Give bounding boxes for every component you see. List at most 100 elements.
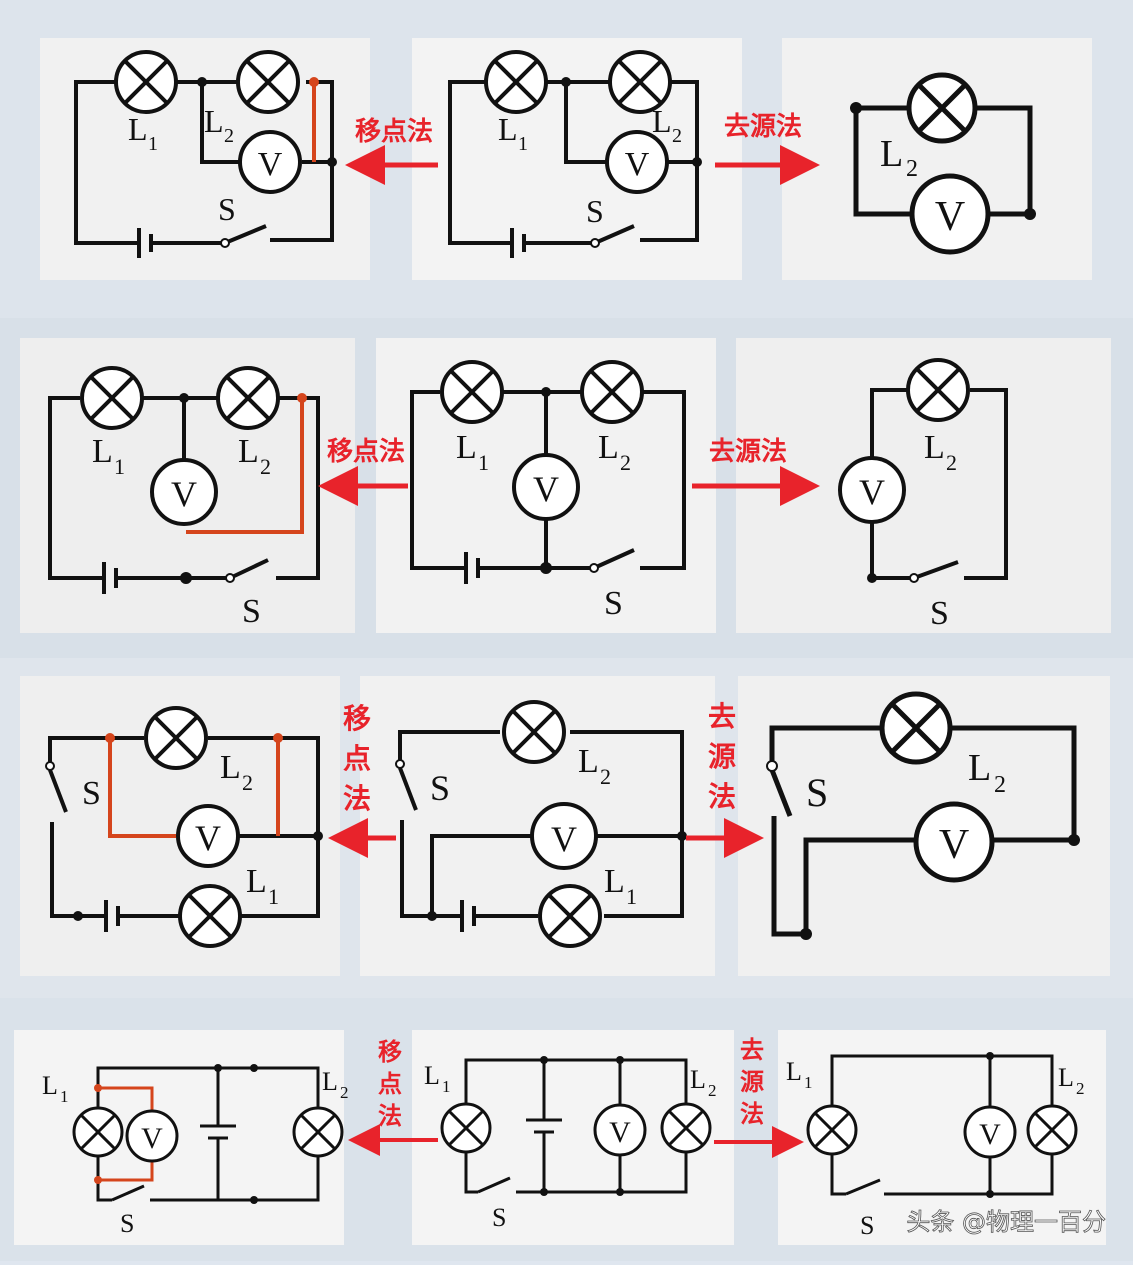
svg-text:2: 2: [600, 764, 611, 789]
lamp-icon: [178, 884, 242, 948]
svg-text:去: 去: [740, 1036, 764, 1064]
lamp-icon: [114, 50, 178, 114]
svg-text:1: 1: [114, 454, 125, 479]
svg-text:L: L: [604, 863, 625, 900]
move-point-label: 移点法: [327, 436, 405, 467]
svg-text:点: 点: [343, 742, 371, 775]
svg-text:L: L: [880, 133, 903, 175]
svg-text:V: V: [609, 1116, 631, 1149]
svg-text:1: 1: [478, 450, 489, 475]
svg-text:1: 1: [804, 1073, 813, 1092]
voltmeter-icon: V: [125, 1109, 179, 1163]
watermark: 头条 @物理一百分: [906, 1208, 1106, 1236]
svg-text:L: L: [204, 103, 224, 139]
svg-text:2: 2: [1076, 1079, 1085, 1098]
circuit-r4-left: [96, 1066, 320, 1202]
svg-text:S: S: [806, 770, 828, 815]
lamp-icon: [660, 1102, 712, 1154]
svg-text:1: 1: [148, 133, 158, 155]
svg-text:1: 1: [268, 884, 279, 909]
move-point-label-vertical: 移 点 法: [343, 702, 371, 815]
svg-text:L: L: [598, 429, 619, 466]
lamp-icon: [806, 1104, 858, 1156]
svg-text:L: L: [128, 111, 148, 147]
circuit-r4-mid: [464, 1058, 688, 1194]
svg-text:法: 法: [708, 780, 736, 813]
lamp-icon: [502, 700, 566, 764]
voltmeter-icon: V: [176, 804, 240, 868]
svg-text:S: S: [242, 593, 261, 630]
voltmeter-icon: V: [530, 802, 598, 870]
remove-source-label-vertical: 去 源 法: [740, 1036, 764, 1128]
svg-text:L: L: [92, 433, 113, 470]
svg-text:S: S: [586, 193, 604, 229]
svg-text:2: 2: [946, 450, 957, 475]
lamp-icon: [538, 884, 602, 948]
svg-text:S: S: [82, 775, 101, 812]
voltmeter-icon: V: [963, 1105, 1017, 1159]
voltmeter-icon: V: [150, 458, 218, 526]
move-point-label-vertical: 移 点 法: [378, 1038, 402, 1130]
svg-text:L: L: [238, 433, 259, 470]
circuit-r4-right: [830, 1054, 1054, 1196]
svg-text:L: L: [924, 429, 945, 466]
svg-text:源: 源: [740, 1068, 764, 1096]
voltmeter-icon: V: [238, 130, 302, 194]
svg-text:S: S: [930, 595, 949, 632]
svg-text:L: L: [968, 747, 991, 789]
svg-text:源: 源: [708, 740, 736, 773]
svg-text:2: 2: [994, 772, 1006, 798]
svg-text:L: L: [498, 111, 518, 147]
svg-text:L: L: [652, 103, 672, 139]
svg-text:L: L: [690, 1065, 706, 1094]
remove-source-label: 去源法: [709, 437, 787, 467]
voltmeter-icon: V: [838, 456, 906, 524]
svg-text:2: 2: [242, 770, 253, 795]
lamp-icon: [484, 50, 548, 114]
panel-r4-left: [14, 1030, 344, 1245]
voltmeter-icon: V: [512, 453, 580, 521]
svg-text:V: V: [533, 469, 559, 509]
svg-text:1: 1: [518, 133, 528, 155]
circuit-r3-left: [48, 736, 320, 932]
svg-text:L: L: [456, 429, 477, 466]
svg-text:移: 移: [343, 702, 371, 735]
lamp-icon: [72, 1106, 124, 1158]
svg-text:2: 2: [906, 156, 918, 182]
lamp-icon: [440, 360, 504, 424]
remove-source-label: 去源法: [724, 112, 802, 142]
remove-source-label-vertical: 去 源 法: [708, 700, 736, 813]
circuit-r1-right: [853, 105, 1033, 217]
svg-text:S: S: [120, 1209, 134, 1238]
svg-text:V: V: [859, 472, 885, 512]
lamp-icon: [236, 50, 300, 114]
lamp-icon: [292, 1106, 344, 1158]
lamp-icon: [906, 358, 970, 422]
move-point-label: 移点法: [355, 116, 433, 147]
svg-text:V: V: [939, 822, 969, 868]
svg-text:S: S: [430, 768, 450, 808]
svg-text:S: S: [218, 191, 236, 227]
svg-text:2: 2: [672, 125, 682, 147]
voltmeter-icon: V: [913, 801, 995, 883]
lamp-icon: [440, 1102, 492, 1154]
lamp-icon: [144, 706, 208, 770]
svg-text:去: 去: [708, 700, 736, 733]
svg-text:V: V: [141, 1122, 163, 1155]
svg-text:2: 2: [340, 1083, 349, 1102]
lamp-icon: [80, 366, 144, 430]
lamp-icon: [216, 366, 280, 430]
svg-text:2: 2: [708, 1081, 717, 1100]
svg-text:移: 移: [378, 1038, 402, 1066]
svg-text:L: L: [424, 1061, 440, 1090]
svg-text:V: V: [979, 1118, 1001, 1151]
svg-text:1: 1: [442, 1077, 451, 1096]
svg-text:法: 法: [378, 1102, 402, 1130]
svg-text:L: L: [322, 1067, 338, 1096]
svg-text:2: 2: [620, 450, 631, 475]
lamp-icon: [906, 72, 978, 144]
lamp-icon: [1026, 1104, 1078, 1156]
lamp-icon: [879, 691, 953, 765]
svg-text:V: V: [171, 474, 197, 514]
